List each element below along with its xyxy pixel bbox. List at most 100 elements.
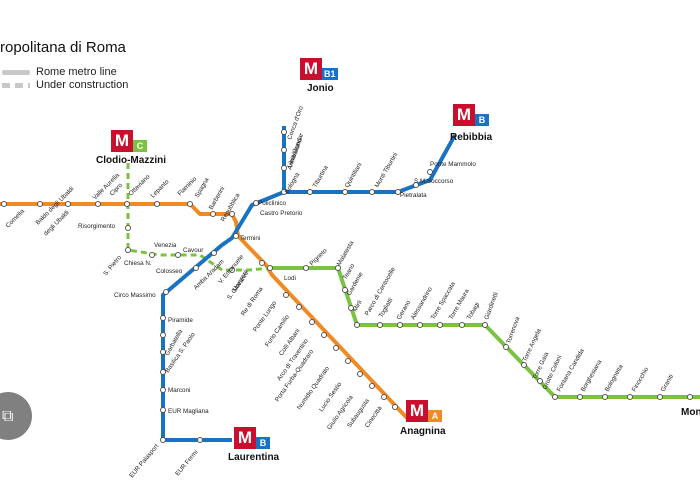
station-dot[interactable]: [303, 265, 309, 271]
station-dot[interactable]: [657, 394, 663, 400]
station-dot[interactable]: [342, 287, 348, 293]
station-label: Termini: [240, 235, 260, 242]
station-dot[interactable]: [160, 349, 166, 355]
station-dot[interactable]: [357, 371, 363, 377]
station-dot[interactable]: [333, 345, 339, 351]
station-dot[interactable]: [1, 201, 7, 207]
station-dot[interactable]: [348, 305, 354, 311]
station-dot[interactable]: [175, 252, 181, 258]
station-dot[interactable]: [369, 189, 375, 195]
station-dot[interactable]: [309, 319, 315, 325]
station-dot[interactable]: [342, 189, 348, 195]
station-dot[interactable]: [417, 322, 423, 328]
metro-m-icon: M: [300, 58, 322, 80]
station-dot[interactable]: [296, 304, 302, 310]
station-dot[interactable]: [125, 247, 131, 253]
station-dot[interactable]: [160, 369, 166, 375]
station-dot[interactable]: [124, 201, 130, 207]
station-dot[interactable]: [395, 189, 401, 195]
station-label: Marconi: [168, 387, 190, 394]
line-c-route: [270, 266, 700, 399]
station-dot[interactable]: [210, 211, 216, 217]
line-b-route: [161, 134, 457, 442]
station-dot[interactable]: [397, 322, 403, 328]
station-label: Re di Roma: [240, 285, 265, 317]
station-label: Risorgimento: [78, 223, 116, 230]
metro-m-icon: M: [406, 400, 428, 422]
station-dot[interactable]: [197, 437, 203, 443]
station-label: Lepanto: [149, 178, 170, 199]
station-dot[interactable]: [259, 260, 265, 266]
station-dot[interactable]: [154, 201, 160, 207]
station-dot[interactable]: [552, 394, 558, 400]
metro-m-icon: M: [234, 427, 256, 449]
station-dot[interactable]: [233, 233, 239, 239]
station-dot[interactable]: [281, 165, 287, 171]
station-dot[interactable]: [459, 322, 465, 328]
line-badge: B: [256, 437, 270, 449]
station-label: S.M.Soccorso: [414, 178, 454, 185]
station-dot[interactable]: [163, 289, 169, 295]
map-title: ropolitana di Roma: [0, 39, 126, 56]
line-badge: B1: [322, 68, 338, 80]
station-dot[interactable]: [267, 265, 273, 271]
legend-metro-line: Rome metro line: [2, 66, 117, 78]
station-label: Castro Pretorio: [260, 210, 303, 217]
legend-label: Rome metro line: [36, 66, 117, 78]
station-label: Barberini: [208, 186, 227, 211]
station-dot[interactable]: [125, 225, 131, 231]
station-dot[interactable]: [65, 201, 71, 207]
station-dot[interactable]: [253, 200, 259, 206]
station-dot[interactable]: [377, 322, 383, 328]
station-label: Graniti: [660, 373, 675, 393]
station-dot[interactable]: [281, 147, 287, 153]
station-label: Torrenova: [505, 316, 521, 345]
station-dot[interactable]: [160, 332, 166, 338]
terminus-montecompatri: Mon: [681, 407, 700, 418]
station-dot[interactable]: [602, 394, 608, 400]
station-dot[interactable]: [392, 404, 398, 410]
station-label: Bolognetta: [604, 363, 625, 393]
station-dot[interactable]: [345, 358, 351, 364]
metro-m-icon: M: [453, 104, 475, 126]
station-dot[interactable]: [577, 394, 583, 400]
station-dot[interactable]: [229, 267, 235, 273]
station-dot[interactable]: [229, 211, 235, 217]
station-dot[interactable]: [354, 322, 360, 328]
station-dot[interactable]: [193, 265, 199, 271]
legend-under-construction: Under construction: [2, 79, 128, 91]
station-dot[interactable]: [687, 394, 693, 400]
station-dot[interactable]: [537, 378, 543, 384]
station-dot[interactable]: [437, 322, 443, 328]
station-dot[interactable]: [160, 315, 166, 321]
station-dot[interactable]: [37, 201, 43, 207]
station-dot[interactable]: [307, 189, 313, 195]
station-dot[interactable]: [521, 362, 527, 368]
station-dot[interactable]: [413, 182, 419, 188]
station-label: Lodi: [284, 275, 296, 282]
station-dot[interactable]: [283, 292, 289, 298]
station-label: Giardinetti: [483, 291, 499, 320]
station-label: Chiesa N.: [124, 260, 152, 267]
station-label: Pietralata: [400, 192, 427, 199]
station-dot[interactable]: [381, 394, 387, 400]
station-dot[interactable]: [503, 344, 509, 350]
station-dot[interactable]: [160, 437, 166, 443]
station-dot[interactable]: [95, 201, 101, 207]
station-dot[interactable]: [160, 407, 166, 413]
station-dot[interactable]: [335, 265, 341, 271]
station-dot[interactable]: [627, 394, 633, 400]
station-dot[interactable]: [187, 201, 193, 207]
station-dot[interactable]: [160, 387, 166, 393]
station-label: Piramide: [168, 317, 193, 324]
station-dot[interactable]: [321, 332, 327, 338]
station-dot[interactable]: [281, 189, 287, 195]
station-dot[interactable]: [482, 322, 488, 328]
station-dot[interactable]: [369, 383, 375, 389]
station-dot[interactable]: [211, 250, 217, 256]
station-dot[interactable]: [149, 252, 155, 258]
station-dot[interactable]: [427, 169, 433, 175]
station-dot[interactable]: [281, 129, 287, 135]
line-c-construction: [126, 163, 271, 272]
line-badge: A: [428, 410, 442, 422]
